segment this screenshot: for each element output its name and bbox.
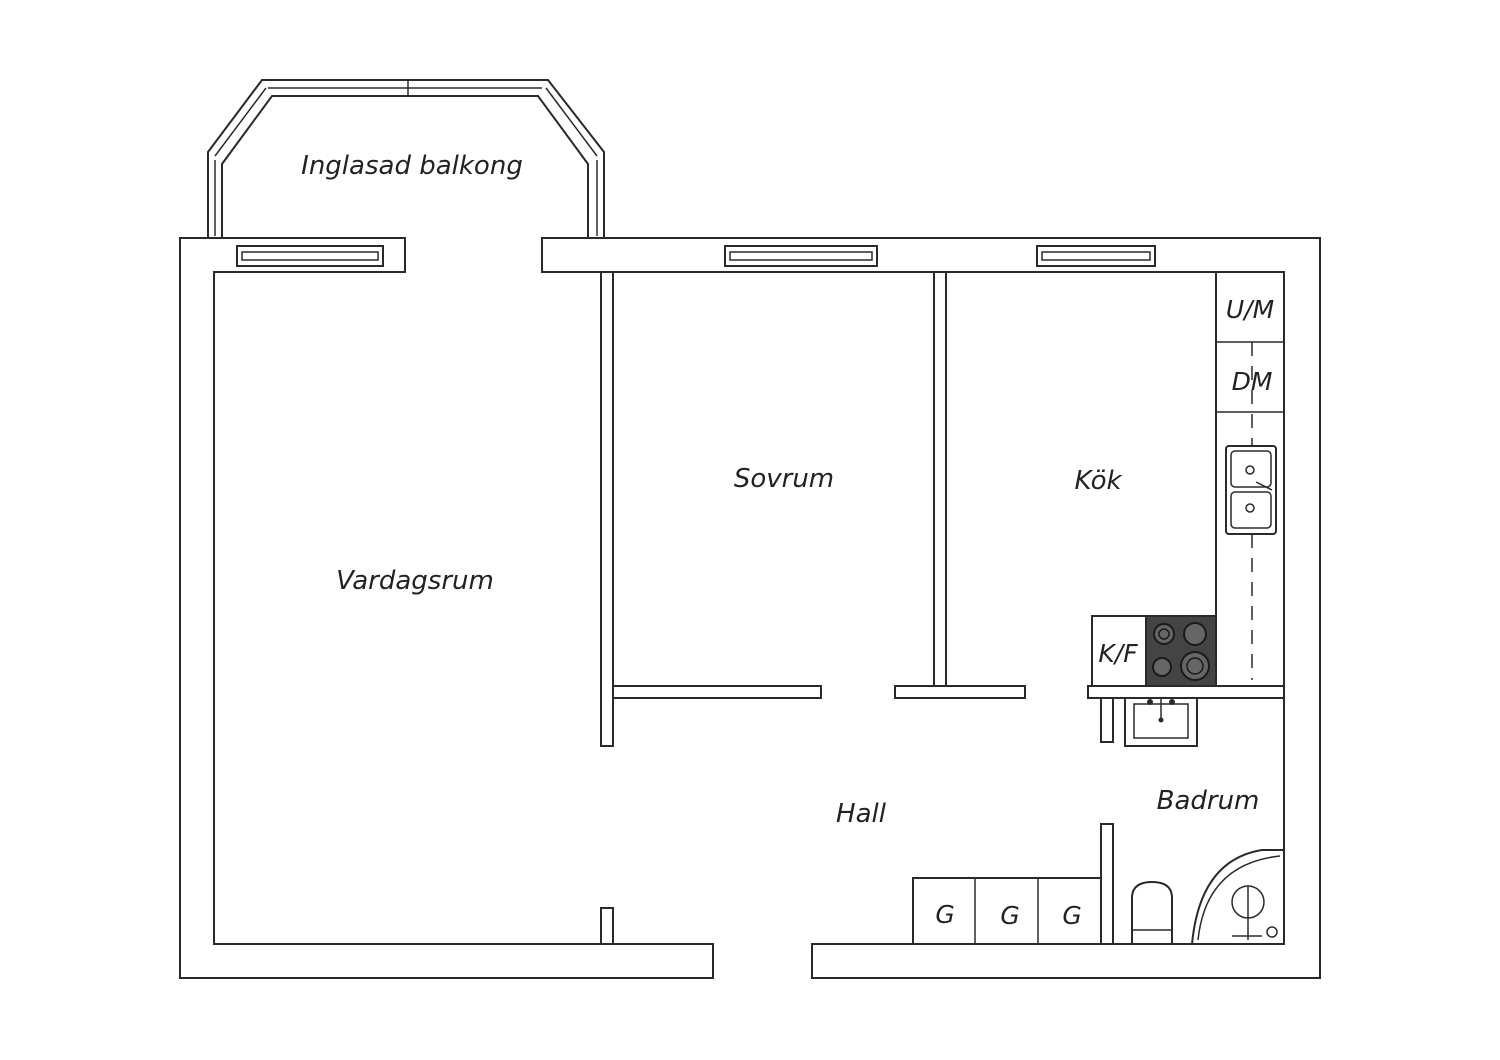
label-bathroom: Badrum	[1157, 786, 1260, 816]
wardrobes	[912, 877, 1102, 945]
label-kf: K/F	[1098, 639, 1138, 668]
windows	[236, 245, 1156, 267]
washbasin-icon	[1124, 697, 1198, 747]
label-wardrobe-2: G	[1000, 901, 1019, 930]
label-um: U/M	[1226, 295, 1274, 324]
label-kitchen: Kök	[1074, 466, 1122, 496]
outer-walls	[179, 237, 1321, 979]
label-wardrobe-1: G	[935, 900, 954, 929]
label-dm: DM	[1232, 367, 1273, 396]
stove-icon	[1145, 615, 1217, 687]
fixture-labels: U/M DM K/F G G G	[935, 295, 1274, 930]
label-balcony: Inglasad balkong	[301, 151, 523, 181]
label-living-room: Vardagsrum	[336, 566, 494, 596]
label-wardrobe-3: G	[1062, 901, 1081, 930]
label-bedroom: Sovrum	[734, 464, 834, 494]
sink-icon	[1225, 445, 1277, 535]
shower-icon	[1190, 849, 1285, 945]
label-hall: Hall	[836, 799, 887, 829]
room-labels: Inglasad balkong Vardagsrum Sovrum Kök H…	[301, 151, 1259, 829]
balcony-frame	[207, 79, 605, 239]
toilet-icon	[1131, 880, 1173, 945]
interior-walls	[600, 271, 1285, 945]
